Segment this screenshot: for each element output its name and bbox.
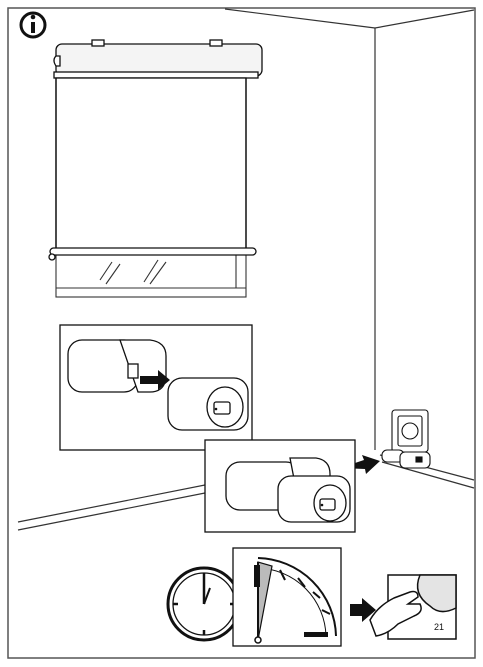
assembled-charger-panel bbox=[204, 439, 356, 533]
room-walls bbox=[17, 8, 475, 531]
clock-icon bbox=[166, 566, 242, 642]
adapter-panel bbox=[59, 324, 253, 451]
wall-socket bbox=[381, 409, 431, 469]
page-number: 21 bbox=[434, 622, 445, 632]
info-icon bbox=[19, 11, 47, 39]
progress-dial-icon bbox=[232, 547, 342, 647]
next-page-arrow-icon bbox=[350, 598, 376, 622]
window-recess bbox=[55, 249, 247, 298]
roller-blind bbox=[48, 39, 263, 261]
arrow-right-icon bbox=[340, 455, 380, 474]
page-frame bbox=[7, 7, 476, 659]
hand-peel-icon bbox=[369, 574, 457, 640]
